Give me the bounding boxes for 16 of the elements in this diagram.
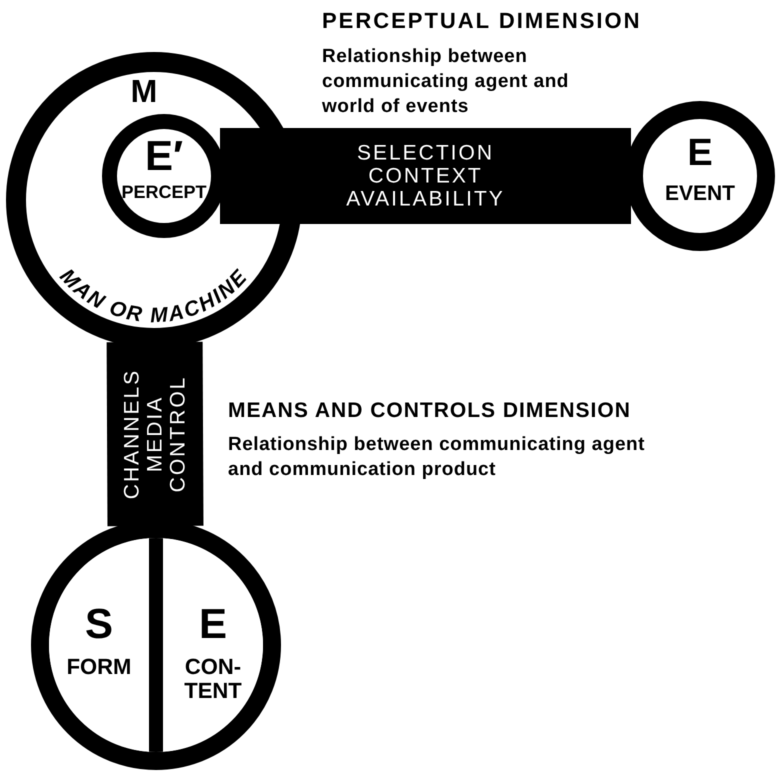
dimension-heading: MEANS AND CONTROLS DIMENSION <box>228 398 631 423</box>
node-label: PERCEPT <box>121 182 207 203</box>
dimension-heading: PERCEPTUAL DIMENSION <box>322 8 642 33</box>
description-text: Relationship between communicating agent and world of events <box>322 45 570 119</box>
node-letter: E <box>686 132 714 175</box>
node-label: EVENT <box>665 182 735 206</box>
edge-label: CHANNELS MEDIA CONTROL <box>120 368 190 500</box>
node-letter: S <box>84 600 114 648</box>
node-letter: E′ <box>144 132 184 180</box>
node-label: FORM <box>66 655 132 679</box>
edge-label: SELECTION CONTEXT AVAILABILITY <box>346 142 505 210</box>
description-text: Relationship between communicating agent and communication product <box>228 433 646 482</box>
node-letter: M <box>130 74 158 108</box>
node-label: CON- TENT <box>184 655 242 703</box>
node-letter: E <box>198 600 228 648</box>
connector-bar <box>106 342 204 526</box>
